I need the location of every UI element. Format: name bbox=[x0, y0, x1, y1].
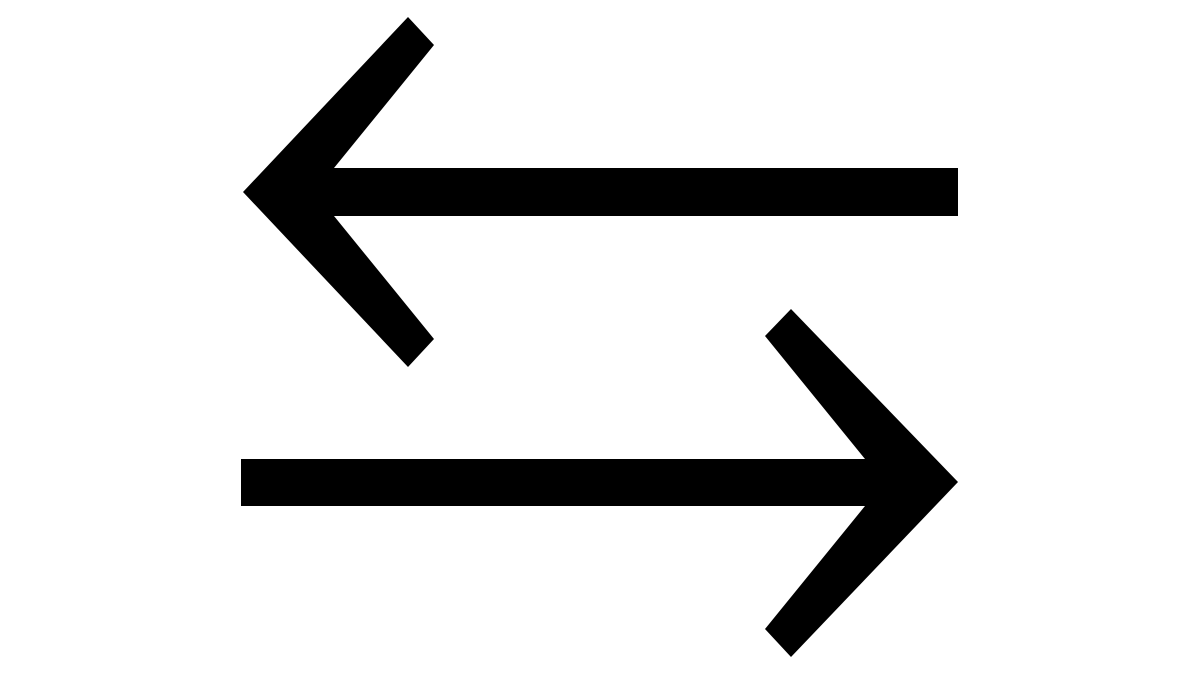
arrow-right-icon bbox=[241, 309, 958, 657]
arrow-left-icon bbox=[243, 17, 958, 367]
arrow-left-shape bbox=[243, 17, 958, 367]
arrow-right-shape bbox=[241, 309, 958, 657]
